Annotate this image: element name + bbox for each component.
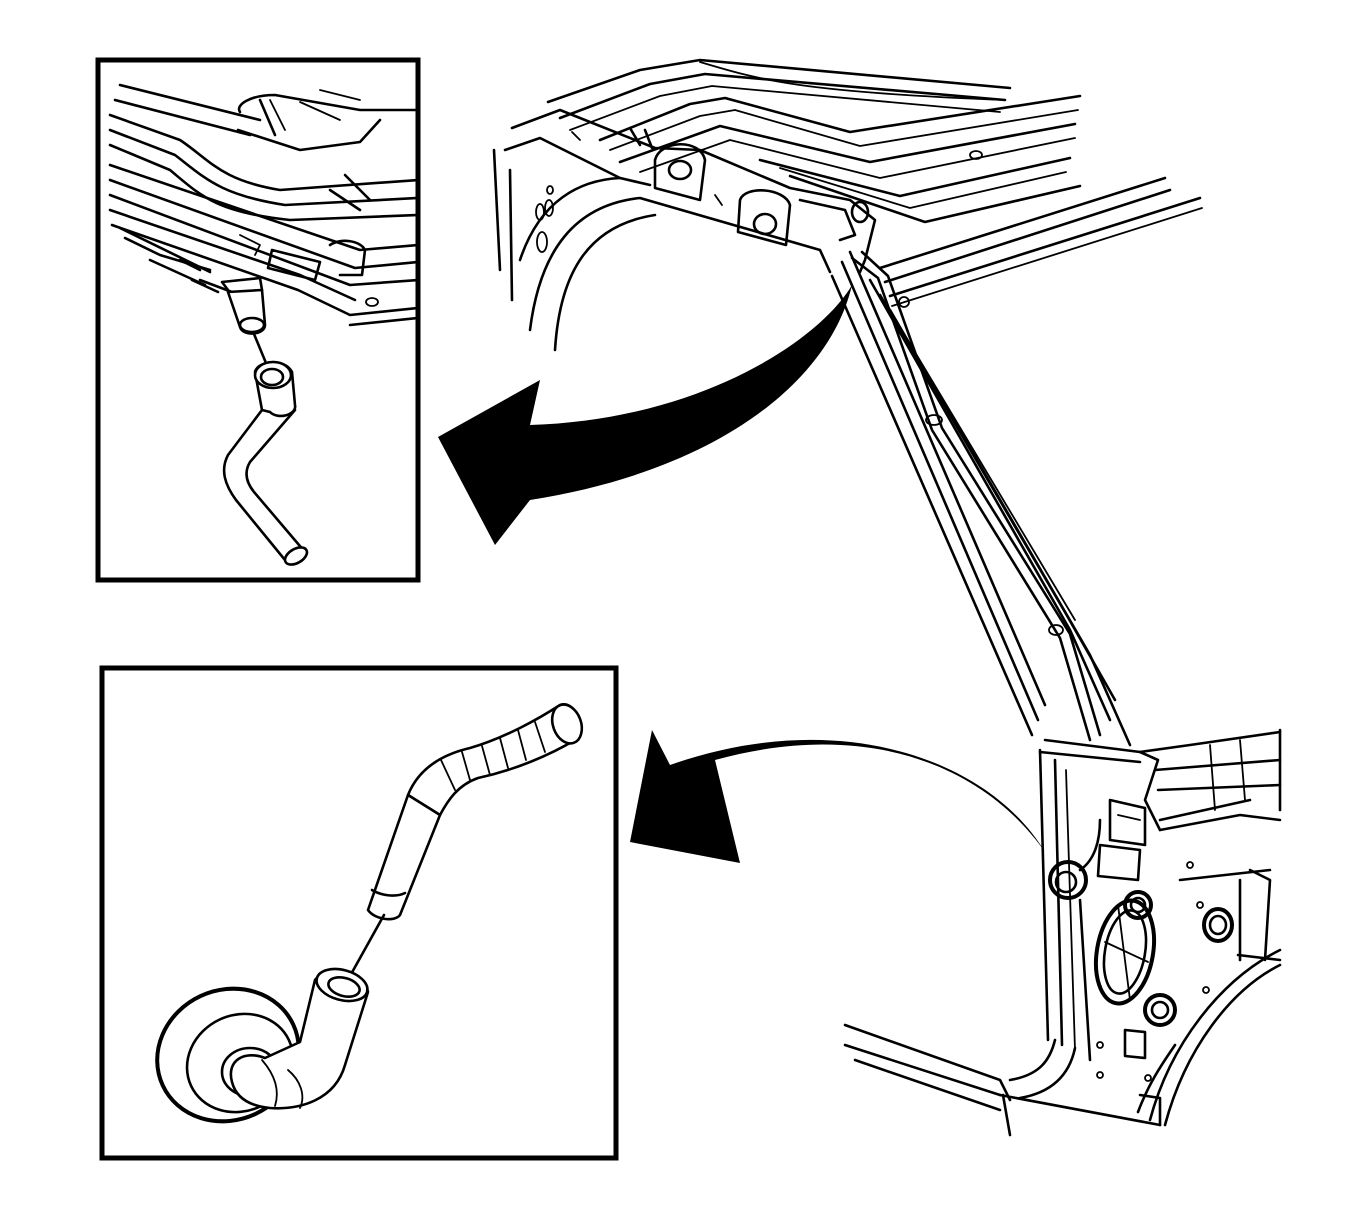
drain-grommet — [155, 967, 370, 1124]
roof-rail-lines — [546, 58, 1082, 224]
upper-detail-view — [95, 57, 421, 583]
curved-arrow-icon — [438, 285, 852, 545]
pillar-bracket — [492, 108, 877, 352]
callout-arrow-lower — [630, 730, 1045, 863]
main-view — [492, 58, 1282, 1137]
callout-arrow-upper — [438, 285, 852, 545]
pillar-panel — [830, 250, 1132, 747]
lower-detail-view — [99, 665, 619, 1161]
side-roof-rail — [878, 176, 1203, 308]
curved-arrow-icon — [630, 730, 1045, 863]
lower-quarter-panel — [843, 728, 1282, 1137]
